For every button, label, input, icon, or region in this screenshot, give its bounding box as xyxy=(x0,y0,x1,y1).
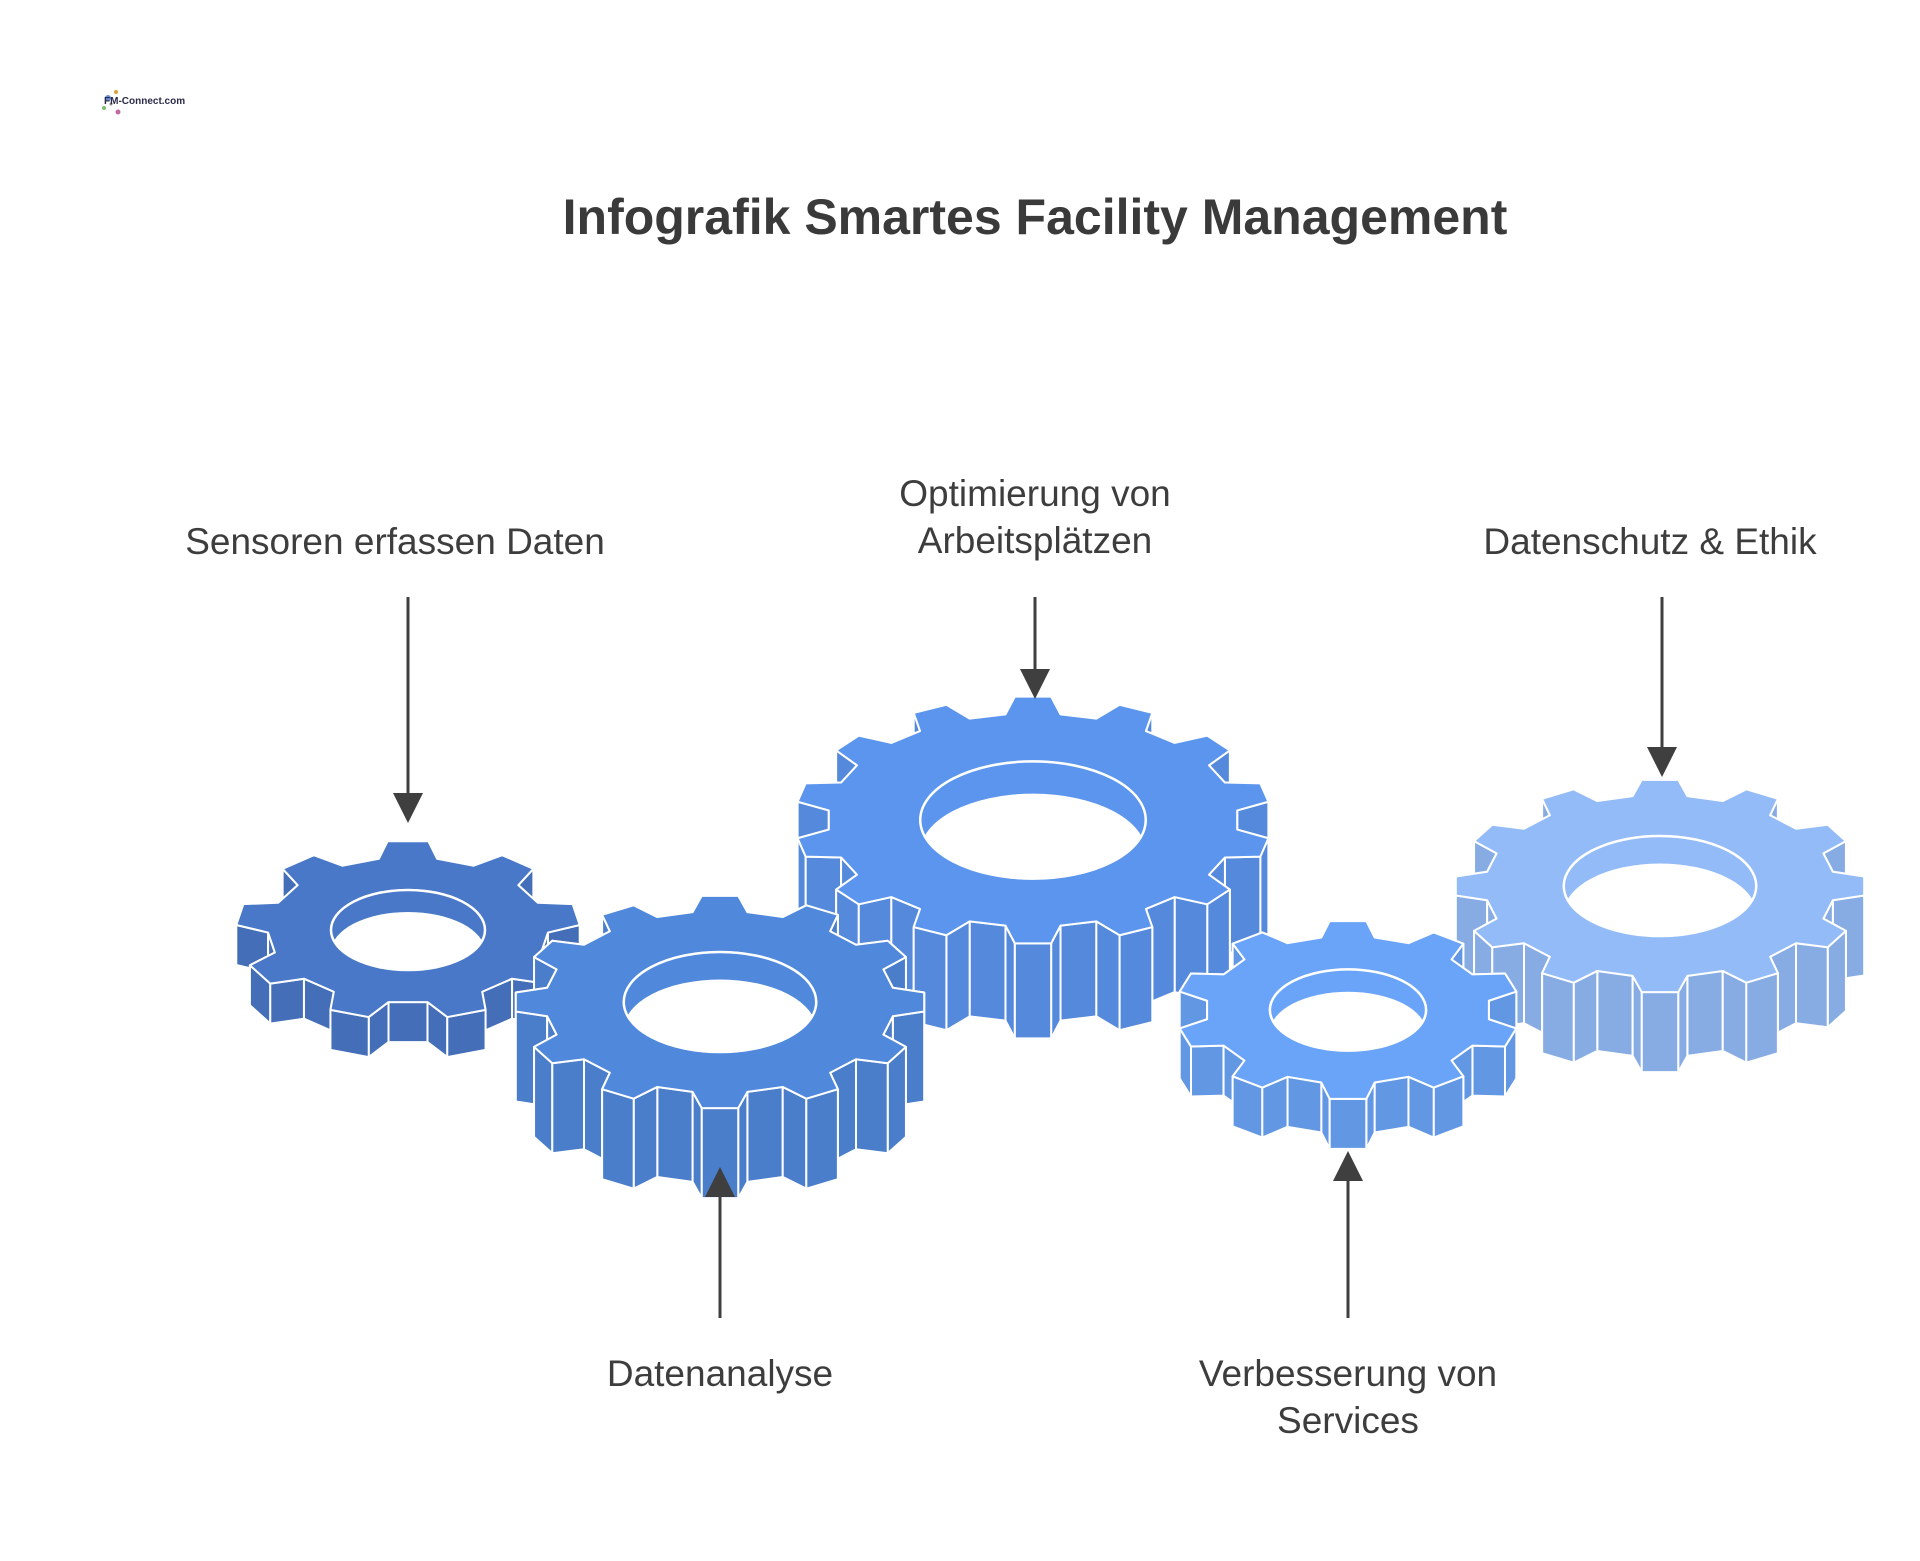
gear-side-face xyxy=(1721,969,1748,1064)
gear-side-face xyxy=(737,1090,749,1200)
gear-datenschutz-icon xyxy=(1454,778,1866,1074)
label-optimierung-line2: Arbeitsplätzen xyxy=(917,520,1153,561)
gear-verbesserung-icon xyxy=(1178,920,1518,1150)
gear-sensoren-icon xyxy=(235,840,581,1059)
gear-hole-outline xyxy=(919,760,1147,880)
gear-side-face xyxy=(1286,1075,1323,1134)
gear-hole-outline xyxy=(329,888,487,972)
gear-side-face xyxy=(1190,1044,1225,1098)
gear-side-face xyxy=(601,1088,635,1190)
gear-side-face xyxy=(1095,920,1121,1032)
gear-hole-outline xyxy=(622,950,818,1054)
gear-hole-outline xyxy=(1562,834,1758,938)
label-sensoren: Sensoren erfassen Daten xyxy=(185,521,605,562)
page-title: Infografik Smartes Facility Management xyxy=(562,189,1508,245)
gear-side-face xyxy=(1640,991,1680,1074)
gear-side-face xyxy=(781,1085,808,1190)
gear-side-face xyxy=(1572,969,1599,1064)
gear-side-face xyxy=(855,1058,889,1155)
gear-hole-outline xyxy=(1268,968,1428,1052)
gear-side-face xyxy=(746,1085,784,1183)
gear-side-face xyxy=(1059,920,1098,1022)
gear-side-face xyxy=(533,1045,554,1155)
label-verbesserung-line2: Services xyxy=(1277,1400,1419,1441)
gear-side-face xyxy=(1686,969,1724,1057)
gear-side-face xyxy=(1541,972,1575,1064)
fm-connect-logo-icon xyxy=(102,90,121,115)
gear-side-face xyxy=(632,1085,659,1190)
gear-side-face xyxy=(387,1001,429,1044)
label-verbesserung: Verbesserung von Services xyxy=(1148,1350,1548,1444)
gear-side-face xyxy=(886,1045,907,1155)
gear-side-face xyxy=(805,1088,839,1190)
gear-hole-rim xyxy=(331,889,485,952)
gear-side-face xyxy=(1795,942,1829,1029)
gear-side-face xyxy=(1596,969,1634,1057)
gear-datenanalyse-icon xyxy=(514,894,926,1200)
gear-hole-rim xyxy=(1269,969,1427,1033)
gear-side-face xyxy=(1013,942,1053,1040)
gear-side-face xyxy=(1471,1044,1506,1098)
label-datenschutz: Datenschutz & Ethik xyxy=(1483,521,1817,562)
gear-side-face xyxy=(551,1058,585,1155)
gear-side-face xyxy=(1328,1097,1368,1150)
gear-side-face xyxy=(1118,926,1154,1032)
gear-side-face xyxy=(968,920,1007,1022)
label-datenanalyse: Datenanalyse xyxy=(606,1353,834,1394)
gear-hole-rim xyxy=(623,951,817,1030)
label-verbesserung-line1: Verbesserung von xyxy=(1198,1353,1498,1394)
logo-text: FM-Connect.com xyxy=(104,96,186,107)
gear-optimierung-icon xyxy=(796,695,1270,1040)
gear-side-face xyxy=(656,1085,694,1183)
label-optimierung: Optimierung von Arbeitsplätzen xyxy=(830,470,1240,564)
gear-side-face xyxy=(1373,1075,1410,1134)
label-optimierung-line1: Optimierung von xyxy=(899,473,1171,514)
gear-side-face xyxy=(691,1090,703,1200)
gear-hole-rim xyxy=(1563,835,1757,914)
gear-side-face xyxy=(945,920,971,1032)
gear-side-face xyxy=(1745,972,1779,1064)
gear-hole-rim xyxy=(920,761,1146,853)
gear-side-face xyxy=(269,977,305,1025)
